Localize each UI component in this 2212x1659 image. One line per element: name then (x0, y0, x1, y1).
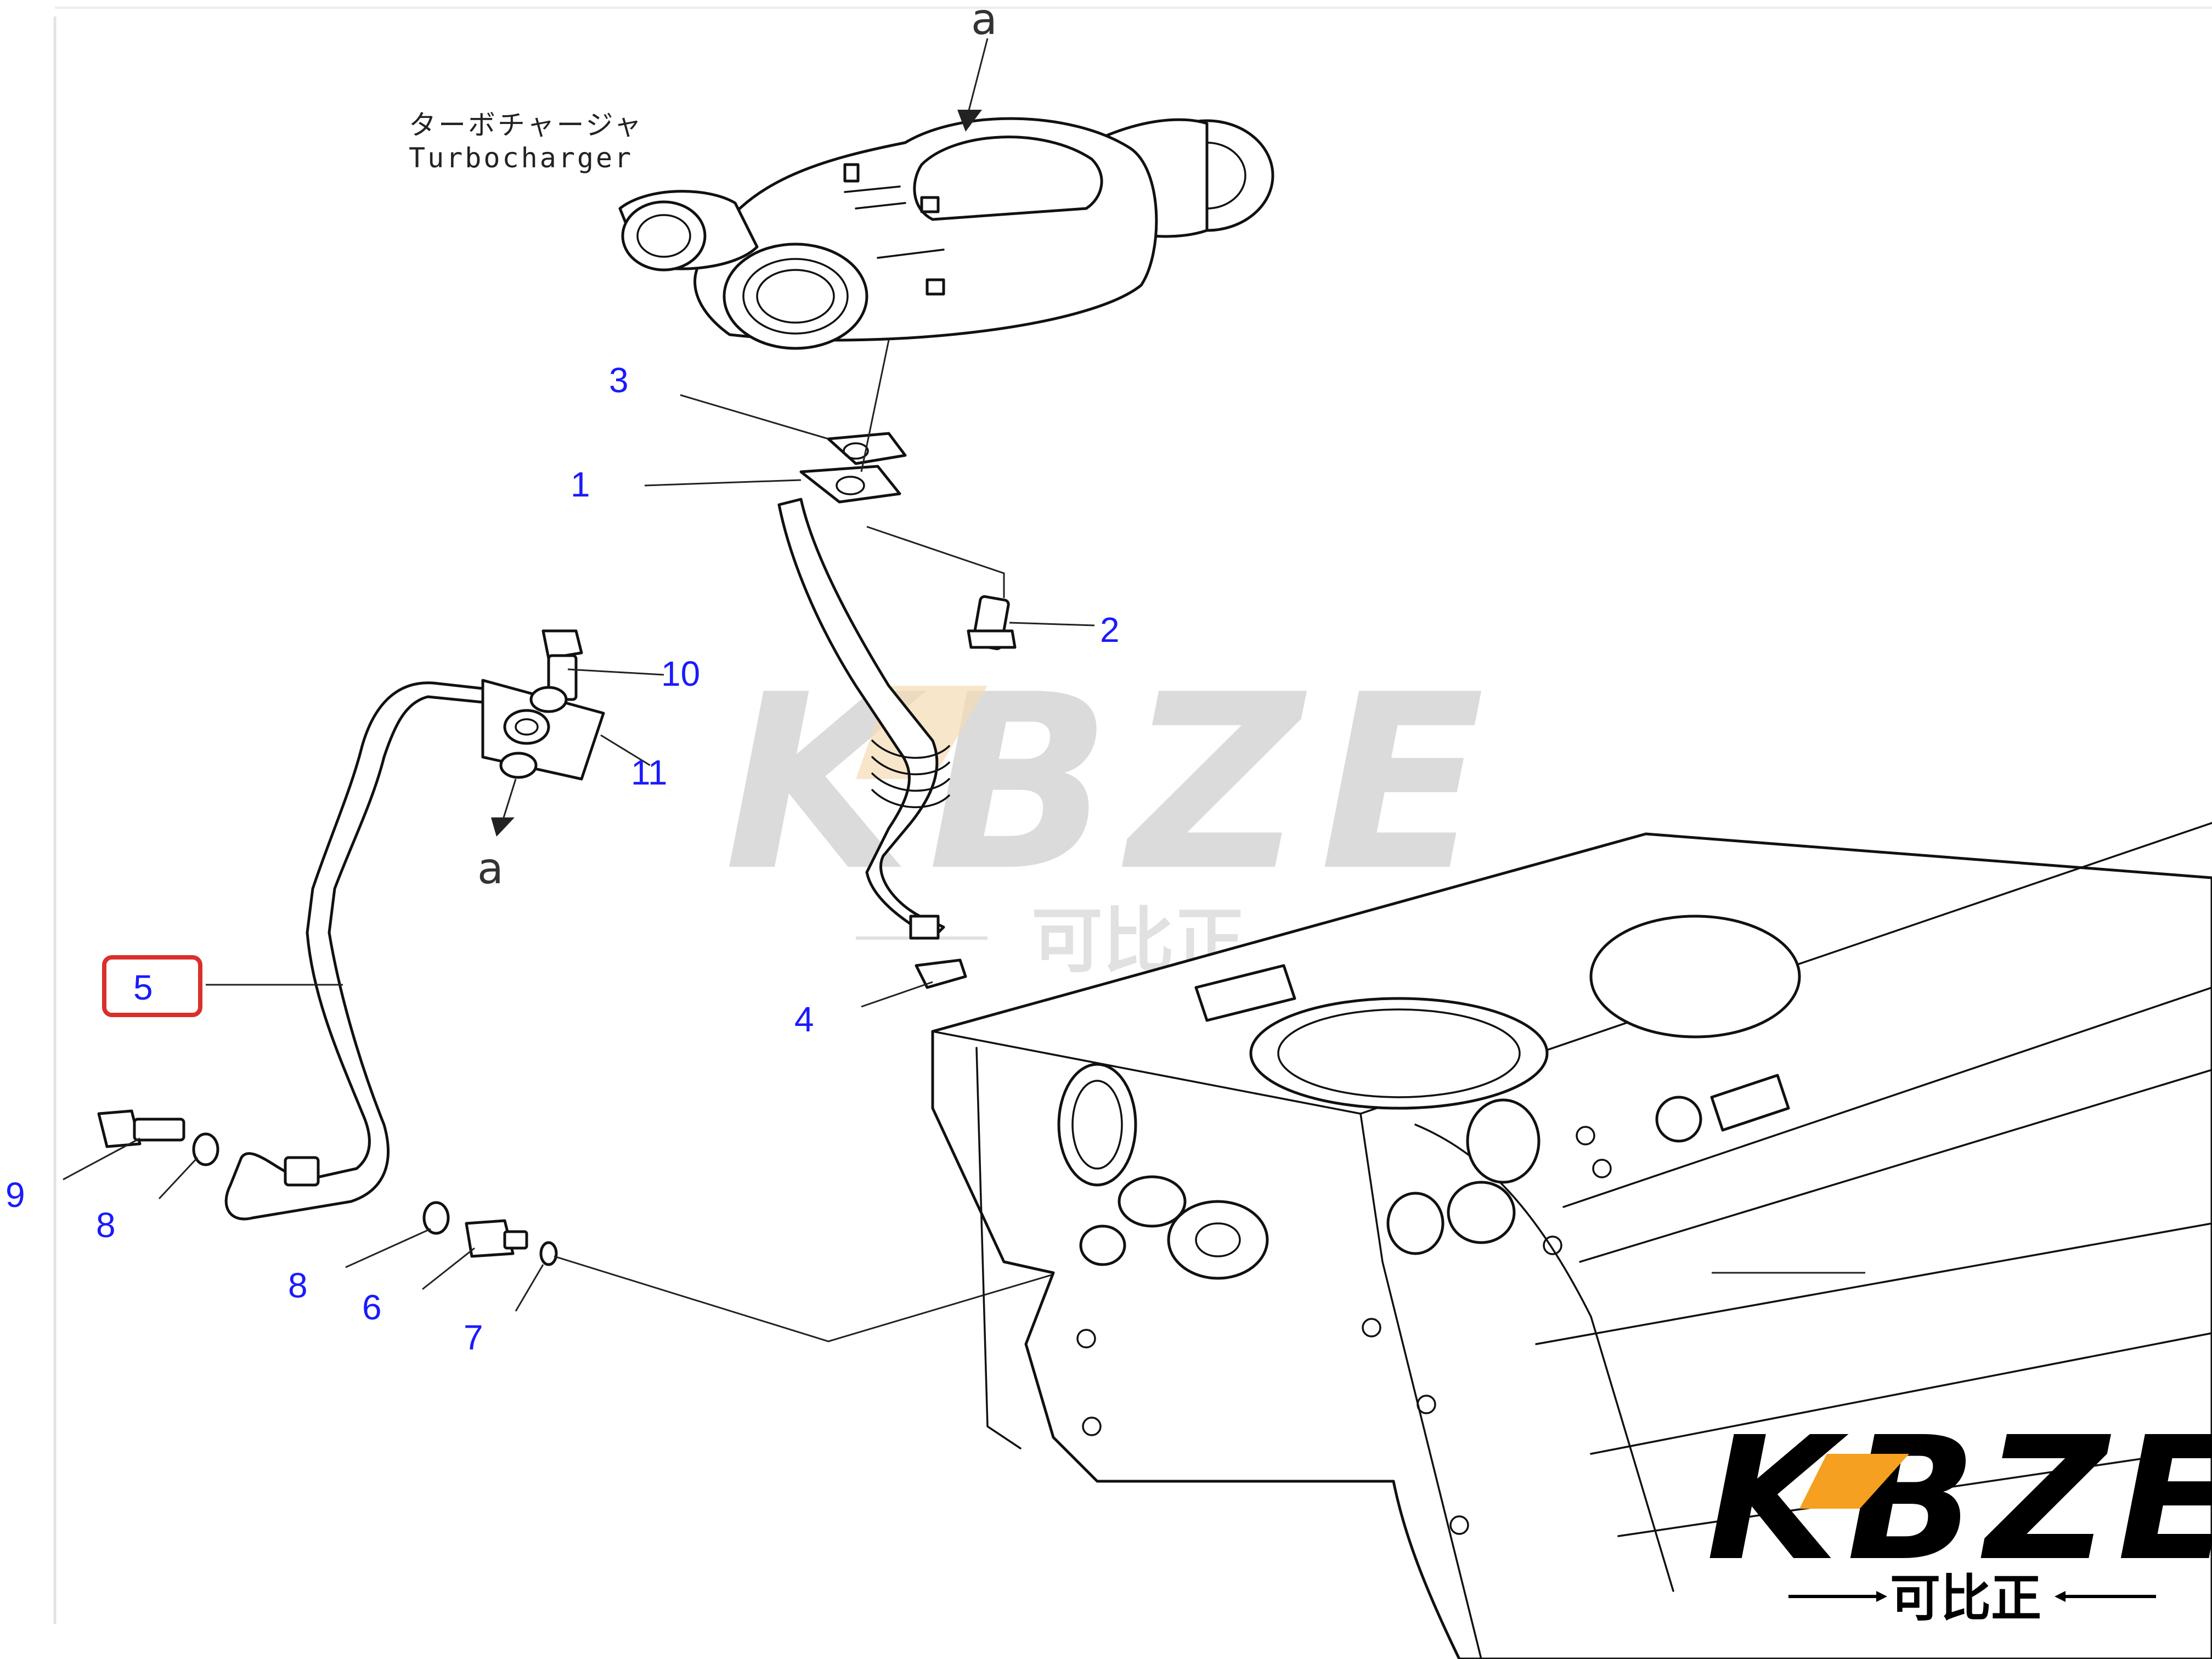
washer-11-lower (499, 752, 538, 779)
logo-brand: KBZE (1706, 1401, 2212, 1599)
turbocharger (618, 117, 1274, 350)
connector-6 (465, 1219, 528, 1258)
label-part-2: 2 (1100, 610, 1120, 650)
highlight-box-part-5 (102, 955, 202, 1017)
label-part-11: 11 (631, 753, 667, 792)
logo-rule-left-tip (1876, 1591, 1887, 1602)
watermark-brand: KBZE (724, 643, 1501, 924)
marker-a-bottom: a (477, 844, 504, 894)
label-part-9: 9 (5, 1175, 25, 1215)
turbocharger-caption-jp: ターボチャージャ (409, 109, 644, 141)
logo-rule-right-tip (2055, 1591, 2066, 1602)
label-part-6: 6 (362, 1288, 382, 1327)
logo-accent (1799, 1454, 1909, 1509)
o-ring-7 (539, 1241, 558, 1266)
label-part-10: 10 (661, 654, 700, 693)
label-part-5: 5 (133, 968, 153, 1007)
flange (799, 465, 901, 504)
turbocharger-caption-en: Turbocharger (409, 142, 633, 174)
label-part-3: 3 (609, 360, 629, 400)
label-part-7: 7 (464, 1318, 483, 1357)
arrow-down-top (957, 110, 982, 132)
label-part-4: 4 (794, 1000, 814, 1039)
logo-cn: 可比正 (1890, 1569, 2041, 1628)
label-part-8-right: 8 (288, 1266, 308, 1305)
banjo-bolt-9 (97, 1109, 185, 1148)
washer-8-left (192, 1132, 219, 1166)
washer-11-upper (529, 686, 568, 713)
marker-a-top: a (971, 0, 997, 44)
engine-block (931, 822, 2212, 1659)
oil-feed-tube (224, 681, 484, 1221)
arrow-down-bottom (491, 817, 515, 837)
washer-8-right (422, 1201, 450, 1235)
label-part-8-left: 8 (96, 1205, 116, 1245)
bolt-2 (967, 595, 1017, 651)
brand-logo: KBZE 可比正 (1706, 1401, 2212, 1628)
clip (915, 958, 967, 989)
label-part-1: 1 (571, 465, 590, 504)
drain-tube (777, 498, 945, 940)
